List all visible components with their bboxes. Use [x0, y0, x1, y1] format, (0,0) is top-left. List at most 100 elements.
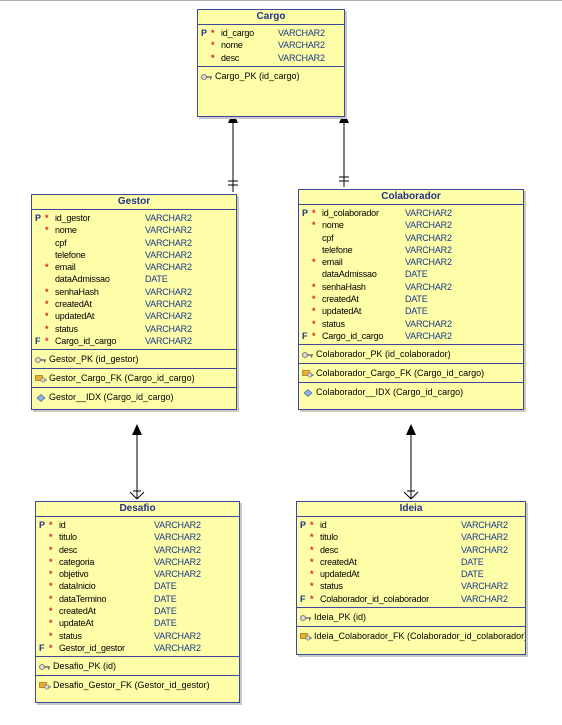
required-marker: * — [45, 225, 49, 236]
column-type: VARCHAR2 — [145, 262, 192, 273]
fk-label: Gestor_Cargo_FK (Cargo_id_cargo) — [49, 373, 195, 384]
column-type: DATE — [145, 274, 168, 285]
required-marker: * — [49, 593, 53, 604]
column-type: DATE — [461, 569, 484, 580]
column-key-marker: P — [35, 213, 42, 223]
fk-label: Ideia_Colaborador_FK (Colaborador_id_col… — [314, 631, 526, 642]
index-icon — [303, 388, 313, 397]
required-marker: * — [45, 335, 49, 346]
pk-label: Colaborador_PK (id_colaborador) — [316, 349, 451, 360]
column-name: senhaHash — [55, 286, 99, 297]
column-name: nome — [55, 225, 77, 236]
foreign-key-icon — [302, 370, 314, 378]
column-type: VARCHAR2 — [461, 593, 508, 604]
required-marker: * — [312, 318, 316, 329]
key-icon — [35, 356, 46, 363]
arrowhead-gestor-desafio — [132, 424, 142, 435]
column-key-marker: F — [302, 330, 308, 341]
pk-label: Gestor_PK (id_gestor) — [49, 354, 139, 365]
required-marker: * — [49, 520, 53, 530]
column-name: status — [55, 323, 78, 334]
column-type: VARCHAR2 — [145, 237, 192, 248]
column-type: DATE — [405, 294, 428, 305]
column-name: Colaborador_id_colaborador — [320, 593, 429, 604]
entity-title: Cargo — [198, 10, 344, 25]
index-constraint: Colaborador__IDX (Cargo_id_cargo) — [299, 383, 523, 401]
primary-key-constraint: Desafio_PK (id) — [36, 657, 239, 677]
column-name: titulo — [320, 532, 338, 543]
required-marker: * — [49, 544, 53, 555]
required-marker: * — [211, 40, 215, 51]
foreign-key-constraint: Gestor_Cargo_FK (Cargo_id_cargo) — [32, 369, 236, 389]
required-marker: * — [312, 306, 316, 317]
column-type: VARCHAR2 — [154, 532, 201, 543]
column-name: Gestor_id_gestor — [59, 642, 125, 653]
index-constraint: Gestor__IDX (Cargo_id_cargo) — [32, 388, 236, 406]
column-name: id — [59, 520, 66, 530]
column-name: id_cargo — [221, 28, 254, 38]
column-type: VARCHAR2 — [405, 244, 452, 255]
column-name: nome — [322, 220, 344, 231]
required-marker: * — [312, 294, 316, 305]
foreign-key-constraint: Colaborador_Cargo_FK (Cargo_id_cargo) — [299, 364, 523, 384]
column-type: DATE — [154, 581, 177, 592]
column-name: Cargo_id_cargo — [322, 330, 384, 341]
column-type: VARCHAR2 — [461, 520, 508, 530]
primary-key-constraint: Gestor_PK (id_gestor) — [32, 350, 236, 370]
column-name: status — [320, 581, 343, 592]
column-type: VARCHAR2 — [145, 249, 192, 260]
arrowhead-cargo-gestor — [228, 112, 238, 123]
column-type: VARCHAR2 — [145, 213, 192, 223]
column-type: DATE — [154, 618, 177, 629]
key-icon — [201, 73, 212, 80]
column-name: desc — [59, 544, 78, 555]
required-marker: * — [310, 569, 314, 580]
column-name: cpf — [322, 232, 334, 243]
key-icon — [300, 614, 311, 621]
required-marker: * — [312, 208, 316, 218]
column-type: VARCHAR2 — [154, 556, 201, 567]
column-name: createdAt — [322, 294, 359, 305]
column-name: titulo — [59, 532, 77, 543]
column-name: Cargo_id_cargo — [55, 335, 117, 346]
required-marker: * — [312, 220, 316, 231]
column-type: VARCHAR2 — [405, 232, 452, 243]
column-name: senhaHash — [322, 281, 366, 292]
required-marker: * — [49, 606, 53, 617]
column-type: VARCHAR2 — [405, 330, 452, 341]
required-marker: * — [49, 642, 53, 653]
entity-title: Colaborador — [299, 190, 523, 205]
column-type: VARCHAR2 — [154, 569, 201, 580]
top-border-line — [0, 0, 562, 1]
required-marker: * — [312, 281, 316, 292]
required-marker: * — [45, 262, 49, 273]
column-type: VARCHAR2 — [145, 335, 192, 346]
required-marker: * — [312, 257, 316, 268]
column-name: nome — [221, 40, 243, 51]
column-type: VARCHAR2 — [461, 581, 508, 592]
required-marker: * — [45, 213, 49, 223]
required-marker: * — [45, 311, 49, 322]
